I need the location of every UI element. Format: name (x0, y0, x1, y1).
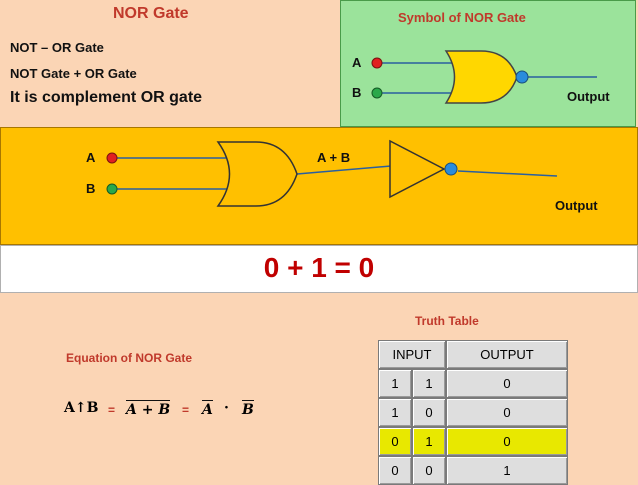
truth-cell-b: 0 (412, 398, 446, 427)
truth-cell-b: 1 (412, 427, 446, 456)
truth-cell-out: 1 (446, 456, 568, 485)
circuit-wire-out (457, 170, 558, 177)
truth-row: 1 0 0 (378, 398, 568, 427)
eq-b-bar: B (242, 400, 254, 418)
circuit-wire-mid (296, 165, 392, 175)
truth-cell-out: 0 (446, 398, 568, 427)
circuit-band: A B A + B Output (0, 127, 638, 245)
desc-line-3: It is complement OR gate (10, 89, 203, 106)
equation-label: Equation of NOR Gate (66, 351, 192, 365)
circuit-not-bubble (444, 162, 458, 176)
circuit-input-a-label: A (86, 150, 96, 165)
truth-cell-b: 1 (412, 369, 446, 398)
page-title: NOR Gate (113, 5, 189, 22)
circuit-not-gate (389, 139, 446, 199)
truth-cell-out: 0 (446, 427, 568, 456)
symbol-panel: Symbol of NOR Gate A B Output (340, 0, 636, 127)
desc-line-1: NOT – OR Gate (10, 40, 104, 55)
nor-equation: A↑B = A + B = A · B (64, 398, 274, 422)
result-band: 0 + 1 = 0 (0, 245, 638, 293)
symbol-output-label: Output (567, 89, 610, 104)
truth-row: 1 1 0 (378, 369, 568, 398)
eq-equals-1: = (108, 403, 116, 417)
eq-overbar-sum: A + B (126, 400, 171, 418)
symbol-input-b-label: B (352, 85, 362, 100)
eq-equals-2: = (182, 403, 190, 417)
truth-cell-a: 1 (378, 369, 412, 398)
truth-row: 0 0 1 (378, 456, 568, 485)
symbol-input-b-dot (371, 87, 383, 99)
truth-cell-out: 0 (446, 369, 568, 398)
truth-row-highlighted: 0 1 0 (378, 427, 568, 456)
symbol-nor-diagram (371, 50, 597, 104)
eq-a-bar: A (202, 400, 213, 418)
symbol-input-a-dot (371, 57, 383, 69)
circuit-diagram (106, 139, 558, 207)
truth-cell-b: 0 (412, 456, 446, 485)
truth-table: INPUT OUTPUT 1 1 0 1 0 0 0 1 0 0 0 1 (378, 340, 568, 485)
truth-cell-a: 0 (378, 427, 412, 456)
circuit-or-gate (216, 141, 298, 207)
circuit-input-b-label: B (86, 181, 96, 196)
truth-cell-a: 0 (378, 456, 412, 485)
eq-lhs: A↑B (64, 400, 99, 416)
symbol-input-a-label: A (352, 55, 362, 70)
symbol-not-bubble (515, 70, 529, 84)
circuit-input-a-dot (106, 152, 118, 164)
truth-header-input: INPUT (378, 340, 446, 369)
truth-cell-a: 1 (378, 398, 412, 427)
circuit-input-b-dot (106, 183, 118, 195)
circuit-output-label: Output (555, 198, 598, 213)
truth-header-row: INPUT OUTPUT (378, 340, 568, 369)
symbol-title: Symbol of NOR Gate (398, 10, 526, 25)
result-expression: 0 + 1 = 0 (263, 252, 375, 283)
symbol-or-body (444, 50, 518, 104)
truth-header-output: OUTPUT (446, 340, 568, 369)
desc-line-2: NOT Gate + OR Gate (10, 66, 137, 81)
eq-dot: · (224, 400, 229, 416)
truth-table-label: Truth Table (415, 314, 479, 328)
or-output-label: A + B (317, 150, 351, 165)
